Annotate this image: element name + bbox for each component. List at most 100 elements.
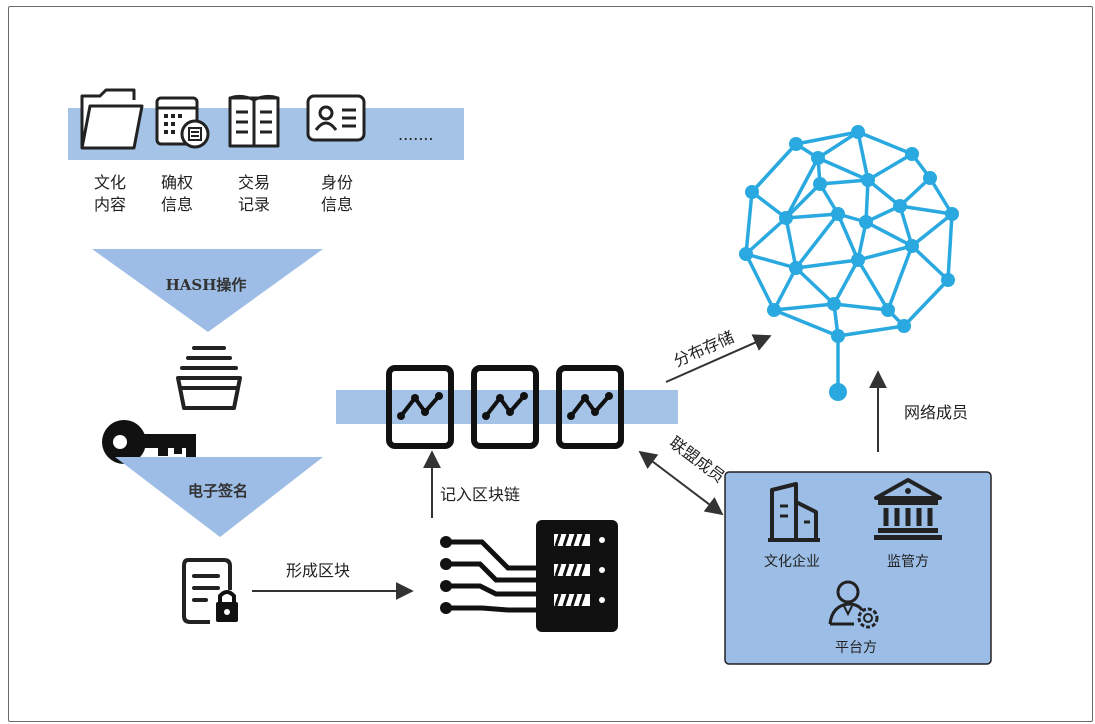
network-edge: [946, 213, 954, 281]
label-culture-content-2: 内容: [94, 195, 126, 214]
hash-triangle: [92, 249, 323, 332]
block-2-icon: [471, 365, 539, 449]
network-root-node: [829, 383, 847, 401]
label-culture-content-1: 文化: [94, 173, 126, 192]
network-node: [811, 151, 825, 165]
network-edge: [744, 191, 754, 255]
network-edge: [837, 324, 905, 338]
network-edge: [817, 156, 869, 182]
network-node: [789, 137, 803, 151]
band-ellipsis: .......: [398, 125, 434, 144]
open-book-icon: [228, 94, 280, 148]
label-rights-info-1: 确权: [161, 173, 193, 192]
network-edge: [910, 212, 954, 248]
server-icon: [440, 520, 618, 632]
network-node: [745, 185, 759, 199]
network-node: [897, 319, 911, 333]
distributed-storage-label: 分布存储: [671, 327, 737, 370]
company-building-icon: [768, 482, 820, 542]
network-edge: [864, 179, 870, 223]
network-edge: [856, 259, 890, 311]
distributed-storage-arrow: [665, 334, 772, 383]
key-icon: [102, 420, 196, 464]
network-edge: [857, 244, 913, 262]
network-edge: [857, 130, 913, 156]
network-edge: [928, 177, 954, 215]
stack-tray-icon: [176, 346, 242, 410]
label-identity-info-1: 身份: [321, 173, 353, 192]
network-edge: [817, 130, 859, 160]
network-node: [789, 261, 803, 275]
alliance-member-arrow: [638, 450, 724, 516]
network-edge: [773, 302, 835, 312]
form-block-label: 形成区块: [286, 561, 350, 580]
network-node: [881, 303, 895, 317]
network-edge: [856, 131, 870, 181]
network-node: [859, 215, 873, 229]
network-edge: [744, 216, 788, 256]
network-node: [945, 207, 959, 221]
network-edge: [745, 252, 797, 270]
alliance-box: [724, 471, 992, 665]
network-node: [831, 207, 845, 221]
network-node: [767, 303, 781, 317]
folder-icon: [80, 88, 144, 150]
regulator-label: 监管方: [887, 554, 929, 570]
network-edge: [750, 190, 788, 220]
network-edge: [867, 152, 913, 182]
network-node: [831, 329, 845, 343]
network-edge: [833, 302, 889, 312]
government-building-icon: [874, 478, 942, 540]
network-node: [893, 199, 907, 213]
network-edge: [794, 266, 836, 306]
network-edge: [784, 157, 820, 219]
network-edge: [794, 212, 840, 270]
network-edge: [910, 244, 950, 282]
network-node: [779, 211, 793, 225]
calendar-certificate-icon: [155, 96, 210, 149]
network-node: [905, 239, 919, 253]
network-edge: [886, 245, 914, 311]
block-1-icon: [386, 365, 454, 449]
culture-company-label: 文化企业: [764, 553, 820, 570]
diagram-frame: [8, 6, 1093, 722]
network-edge: [836, 213, 860, 261]
network-edge: [744, 253, 776, 311]
network-edge: [750, 142, 798, 194]
network-edge: [902, 278, 950, 328]
locked-document-icon: [182, 558, 238, 624]
label-rights-info-2: 信息: [161, 195, 193, 214]
network-edge: [795, 130, 859, 146]
network-node: [905, 147, 919, 161]
network-edge: [784, 217, 798, 269]
signature-label: 电子签名: [188, 482, 248, 500]
platform-label: 平台方: [835, 640, 877, 656]
network-node: [827, 297, 841, 311]
network-node: [813, 177, 827, 191]
network-node: [739, 247, 753, 261]
distributed-network-graph: [739, 125, 959, 401]
label-identity-info-2: 信息: [321, 195, 353, 214]
block-3-icon: [556, 365, 624, 449]
network-edge: [773, 308, 839, 338]
network-edge: [832, 259, 860, 305]
hash-label: HASH操作: [166, 276, 247, 294]
network-node: [941, 273, 955, 287]
network-edge: [785, 212, 839, 220]
id-card-icon: [306, 94, 366, 142]
network-edge: [784, 182, 822, 220]
signature-triangle: [115, 457, 323, 537]
label-transaction-record-2: 记录: [238, 195, 270, 214]
write-chain-label: 记入区块链: [440, 485, 520, 504]
network-node: [851, 253, 865, 267]
network-edge: [795, 258, 859, 270]
network-edge: [865, 220, 913, 248]
network-member-label: 网络成员: [904, 403, 968, 422]
network-edge: [772, 267, 798, 311]
network-node: [861, 173, 875, 187]
network-node: [851, 125, 865, 139]
network-edge: [819, 178, 869, 186]
label-transaction-record-1: 交易: [238, 173, 270, 192]
person-gear-icon: [828, 580, 879, 629]
